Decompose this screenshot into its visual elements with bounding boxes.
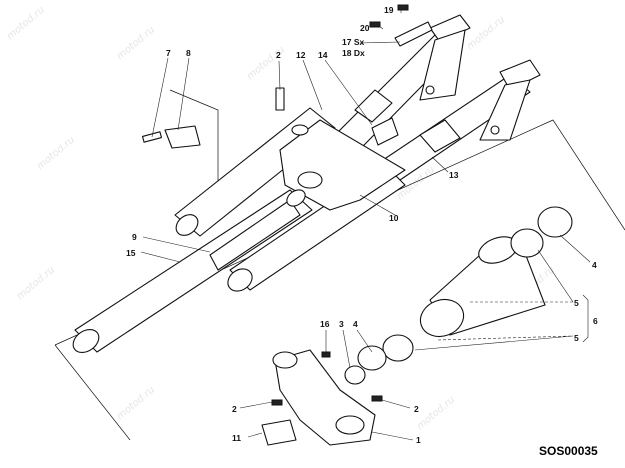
label-12: 12 — [296, 50, 306, 60]
bearing-part-4-top — [537, 206, 573, 238]
label-7: 7 — [166, 48, 171, 58]
label-17: 17 Sx — [342, 37, 364, 47]
leader-lines — [140, 8, 591, 441]
bracket-ref-line — [169, 89, 219, 210]
label-4-top: 4 — [592, 260, 597, 270]
bracket-part-17-18 — [394, 21, 433, 47]
left-tube-end — [227, 268, 253, 292]
watermark-5: motod.ru — [35, 134, 77, 172]
label-13: 13 — [449, 170, 459, 180]
right-top-clamp — [429, 14, 471, 43]
watermark-7: motod.ru — [15, 264, 57, 302]
bolt-part-2-top — [275, 87, 285, 111]
steering-head-assembly — [344, 206, 573, 385]
watermark-10: motod.ru — [115, 384, 157, 422]
label-14: 14 — [318, 50, 328, 60]
label-2-left: 2 — [232, 404, 237, 414]
label-10: 10 — [389, 213, 399, 223]
watermark-2: motod.ru — [115, 24, 157, 62]
left-axle-lug — [479, 79, 531, 141]
label-5-top: 5 — [574, 298, 579, 308]
left-top-clamp — [499, 59, 541, 91]
bearing-part-4-bottom — [357, 345, 387, 371]
bolt-part-16 — [321, 351, 331, 358]
label-2-right: 2 — [414, 404, 419, 414]
screw-part-20 — [369, 21, 381, 28]
seal-part-3 — [344, 365, 366, 385]
fork-crown — [275, 87, 406, 211]
crown-bore — [297, 171, 323, 189]
watermark-4: motod.ru — [465, 14, 507, 52]
label-15: 15 — [126, 248, 136, 258]
right-tube-end — [175, 214, 199, 236]
left-lug-hole — [490, 125, 500, 135]
watermark-11: motod.ru — [415, 394, 457, 432]
label-20: 20 — [360, 23, 370, 33]
label-5-bottom: 5 — [574, 333, 579, 343]
watermark-3: motod.ru — [245, 44, 287, 82]
label-11: 11 — [232, 433, 241, 443]
bracket-1-clamp — [335, 415, 365, 435]
label-8: 8 — [186, 48, 191, 58]
watermark-1: motod.ru — [5, 4, 47, 42]
frame-left-line — [54, 344, 131, 441]
bracket-part-8 — [164, 125, 201, 149]
screw-part-19 — [397, 4, 409, 11]
crown-boss — [291, 124, 309, 136]
lower-bracket — [261, 349, 383, 446]
label-19: 19 — [384, 5, 394, 15]
tube-sleeve-9-end — [286, 189, 306, 207]
right-axle-lug — [419, 29, 466, 101]
outer-tube-15-end — [72, 328, 100, 354]
label-6: 6 — [593, 316, 598, 326]
dashed-guide-lines — [437, 301, 574, 341]
label-16: 16 — [320, 319, 330, 329]
bracket-1-top-boss — [272, 351, 298, 369]
right-lug-hole — [425, 85, 435, 95]
stem-gear-ring — [419, 298, 465, 338]
label-9: 9 — [132, 232, 137, 242]
lower-tube-assembly — [72, 189, 313, 354]
bearing-race-5-bottom — [382, 334, 414, 362]
tube-sleeve-9 — [209, 199, 301, 271]
label-2-top: 2 — [276, 50, 281, 60]
left-upper-collar — [419, 119, 461, 153]
drawing-code: SOS00035 — [539, 444, 598, 458]
bolt-part-2-left — [271, 399, 283, 406]
label-1: 1 — [416, 435, 421, 445]
bushing-part-14 — [371, 117, 399, 146]
label-4-bottom: 4 — [353, 319, 358, 329]
label-3: 3 — [339, 319, 344, 329]
bolt-part-2-right — [371, 395, 383, 402]
part-labels: 19 20 17 Sx 18 Dx 7 8 2 12 14 13 10 9 15… — [126, 5, 598, 445]
label-18: 18 Dx — [342, 48, 365, 58]
bearing-race-5-top — [510, 228, 544, 258]
cap-part-11 — [261, 419, 297, 446]
